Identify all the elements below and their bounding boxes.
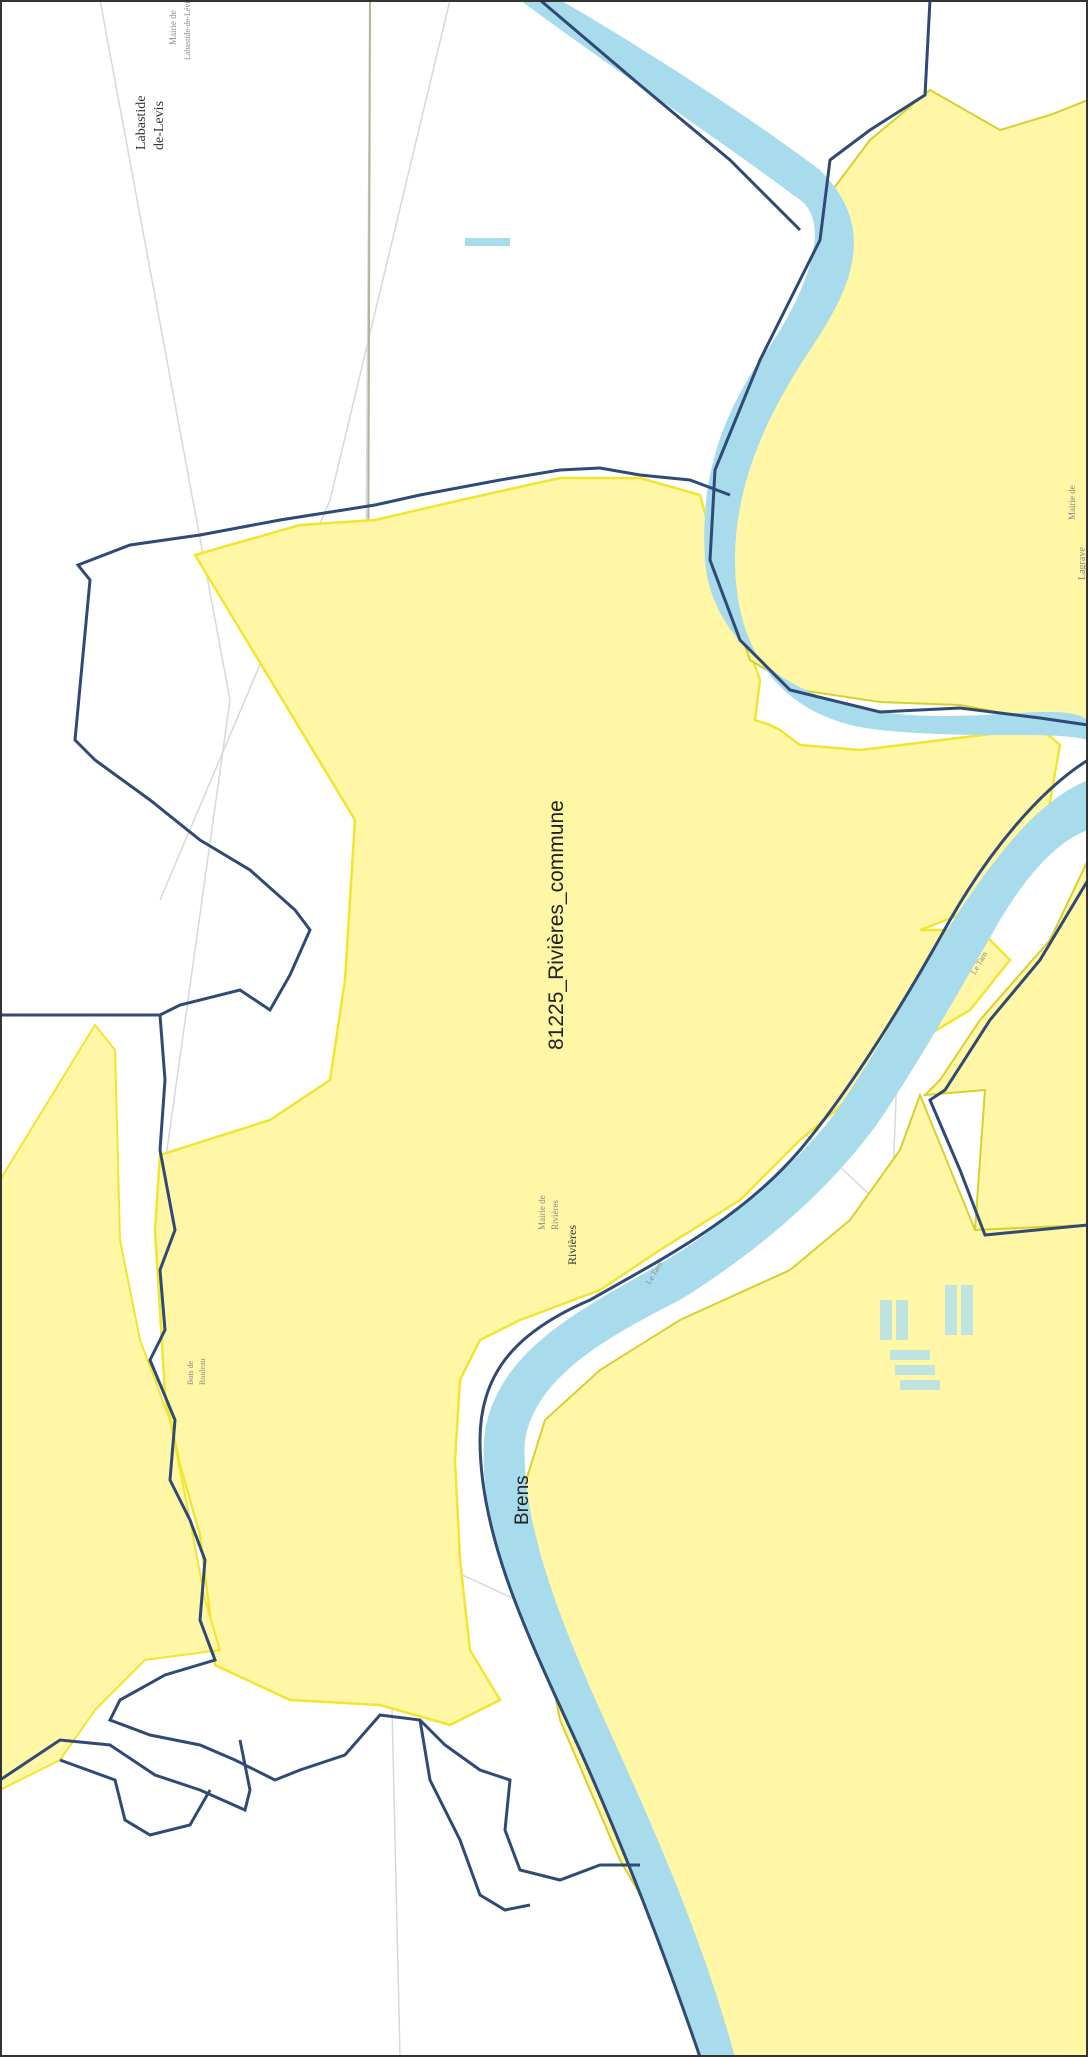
place-label-labastide-mairie-2: Labastide-de-Lévis [183,0,192,60]
building-cluster [880,1285,973,1390]
place-label-lagrave-mairie: Mairie de [1067,485,1077,520]
neighbor-commune-label: Brens [512,1475,533,1525]
place-label-bois-rouleau-2: Rouleau [198,1358,207,1385]
commune-polygon-west [0,1023,222,1792]
place-label-rivieres: Rivières [565,1225,579,1265]
pond [465,238,510,246]
place-label-rivieres-mairie: Mairie de [537,1195,547,1230]
place-label-labastide-2: de-Levis [152,101,167,150]
place-label-bois-rouleau: Bois de [186,1360,195,1385]
place-label-labastide: Labastide [134,96,149,150]
place-label-labastide-mairie: Mairie de [168,10,178,45]
place-label-rivieres-mairie-2: Rivières [550,1200,560,1230]
place-label-lagrave: Lagrave [1077,547,1088,580]
commune-label: 81225_Rivières_commune [545,800,568,1050]
